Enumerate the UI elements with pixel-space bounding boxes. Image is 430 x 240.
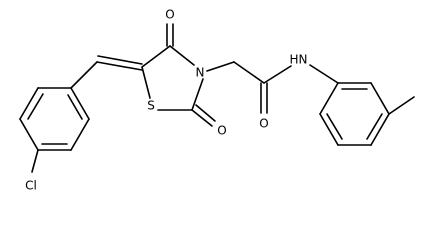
chlorine-atom-label: Cl bbox=[25, 179, 37, 193]
bond bbox=[27, 93, 44, 120]
bond bbox=[366, 113, 383, 140]
chlorophenyl-ring bbox=[19, 87, 90, 151]
bond bbox=[370, 113, 390, 146]
bond bbox=[70, 118, 90, 151]
sulfur-atom-label: S bbox=[147, 99, 155, 113]
bond bbox=[141, 66, 151, 99]
bond bbox=[141, 45, 171, 68]
carbonyl-oxygen-top-label: O bbox=[165, 8, 174, 22]
carbonyl-oxygen-right-label: O bbox=[217, 124, 226, 138]
bond bbox=[233, 61, 265, 84]
bond bbox=[309, 64, 339, 84]
bond bbox=[19, 118, 39, 151]
bond bbox=[19, 87, 39, 120]
bond bbox=[319, 113, 339, 146]
bond bbox=[67, 94, 83, 120]
tolyl-ring bbox=[319, 82, 390, 146]
bond bbox=[70, 87, 90, 120]
thiazolidinedione-ring bbox=[141, 45, 204, 111]
bond bbox=[97, 55, 143, 65]
bond bbox=[191, 78, 204, 111]
amide-hydrogen-label: H bbox=[289, 53, 298, 67]
amide-oxygen-label: O bbox=[259, 117, 268, 131]
bond bbox=[206, 61, 235, 72]
nitrogen-atom-label: N bbox=[196, 66, 205, 80]
molecule-diagram: Cl O O S N O H N bbox=[19, 8, 415, 193]
bond bbox=[195, 104, 216, 122]
bond bbox=[319, 82, 339, 115]
bond bbox=[96, 61, 143, 71]
bond bbox=[326, 113, 343, 140]
bond bbox=[388, 96, 415, 115]
bond bbox=[263, 65, 292, 84]
amide-nitrogen-label: N bbox=[299, 53, 308, 67]
bond bbox=[191, 109, 213, 127]
bond bbox=[70, 61, 98, 89]
bond bbox=[169, 45, 195, 66]
bond bbox=[31, 149, 39, 173]
bond bbox=[370, 82, 390, 115]
